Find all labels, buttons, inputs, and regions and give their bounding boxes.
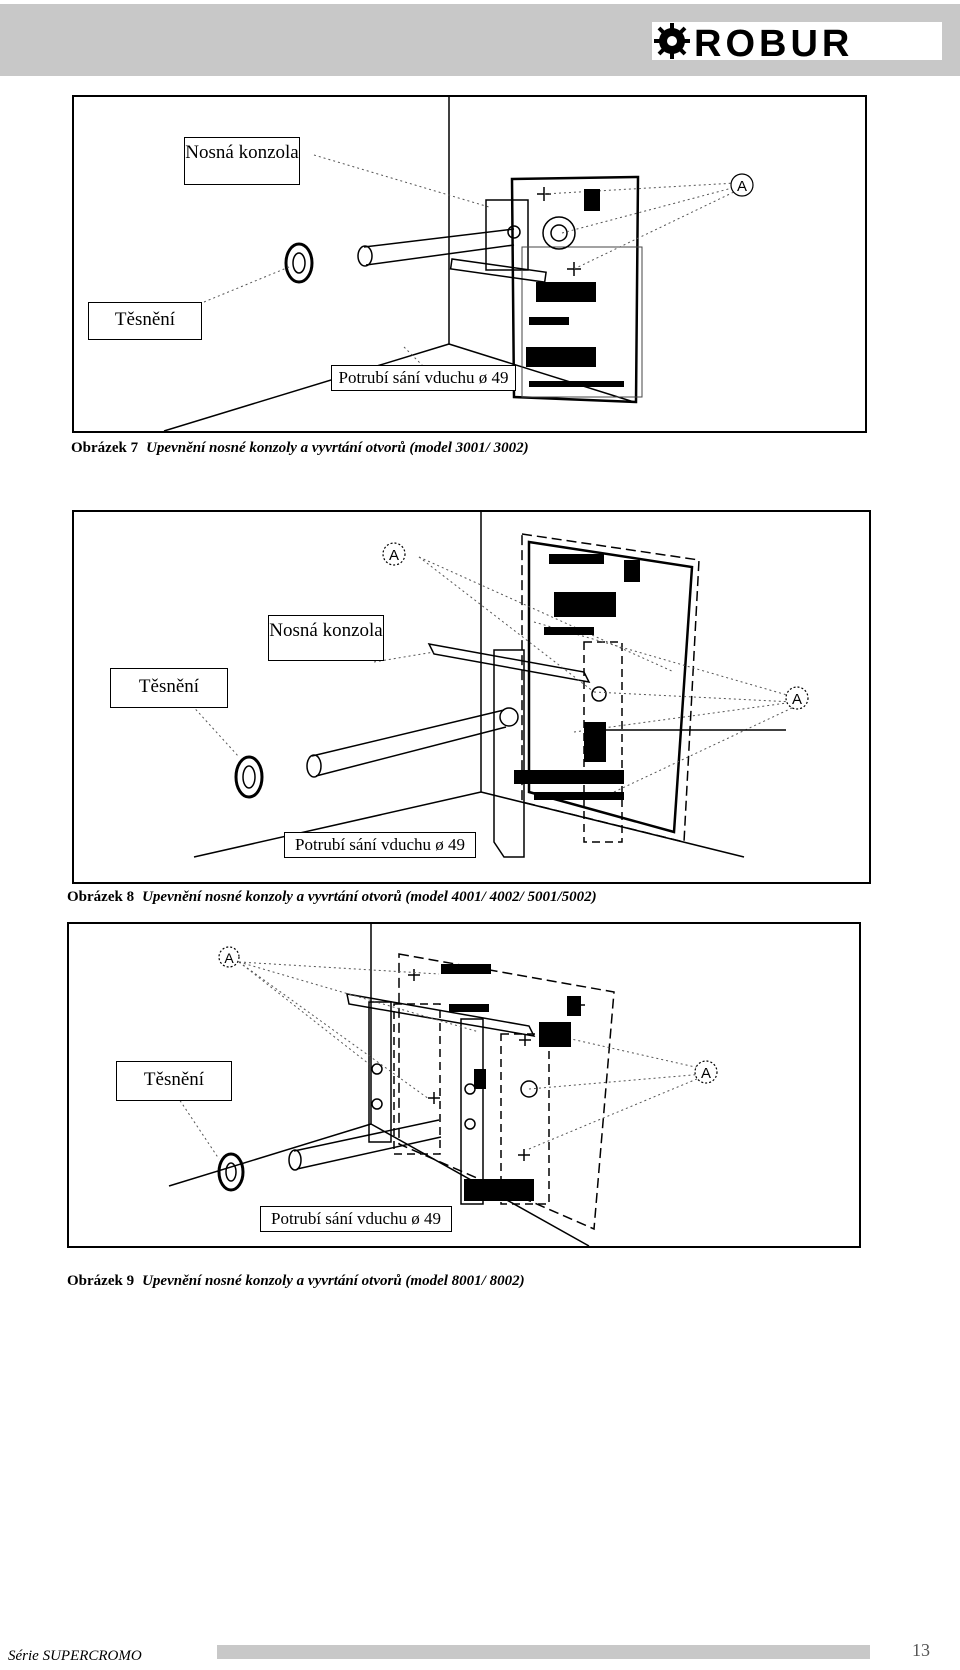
footer-series-name: Série SUPERCROMO xyxy=(8,1648,142,1664)
footer-bar xyxy=(217,1645,870,1659)
figure-8: A A Nosná konzola Těsnění Potrubí sání v… xyxy=(72,510,871,884)
label-seal: Těsnění xyxy=(88,302,202,340)
figure-8-drawing: A A xyxy=(188,512,809,858)
label-support-bracket: Nosná konzola xyxy=(268,615,384,661)
svg-text:A: A xyxy=(224,950,234,966)
svg-text:A: A xyxy=(737,178,747,195)
gear-icon xyxy=(654,23,690,59)
label-air-intake-pipe: Potrubí sání vduchu ø 49 xyxy=(331,365,516,391)
label-air-intake-pipe: Potrubí sání vduchu ø 49 xyxy=(284,832,476,858)
page-number: 13 xyxy=(912,1640,930,1660)
svg-text:A: A xyxy=(701,1065,711,1082)
svg-text:A: A xyxy=(792,691,802,708)
label-air-intake-pipe: Potrubí sání vduchu ø 49 xyxy=(260,1206,452,1232)
figure-7: A Nosná konzola Těsnění Potrubí sání vdu… xyxy=(72,95,867,433)
svg-text:ROBUR: ROBUR xyxy=(694,23,853,60)
robur-logo: ROBUR xyxy=(652,22,942,60)
figure-9: A A Těsnění Potrubí sání vduchu ø 49 xyxy=(67,922,861,1248)
label-seal: Těsnění xyxy=(110,668,228,708)
label-seal: Těsnění xyxy=(116,1061,232,1101)
figure-7-drawing: A xyxy=(163,97,754,431)
svg-text:A: A xyxy=(389,547,399,564)
label-support-bracket: Nosná konzola xyxy=(184,137,300,185)
figure-9-drawing: A A xyxy=(168,924,718,1246)
